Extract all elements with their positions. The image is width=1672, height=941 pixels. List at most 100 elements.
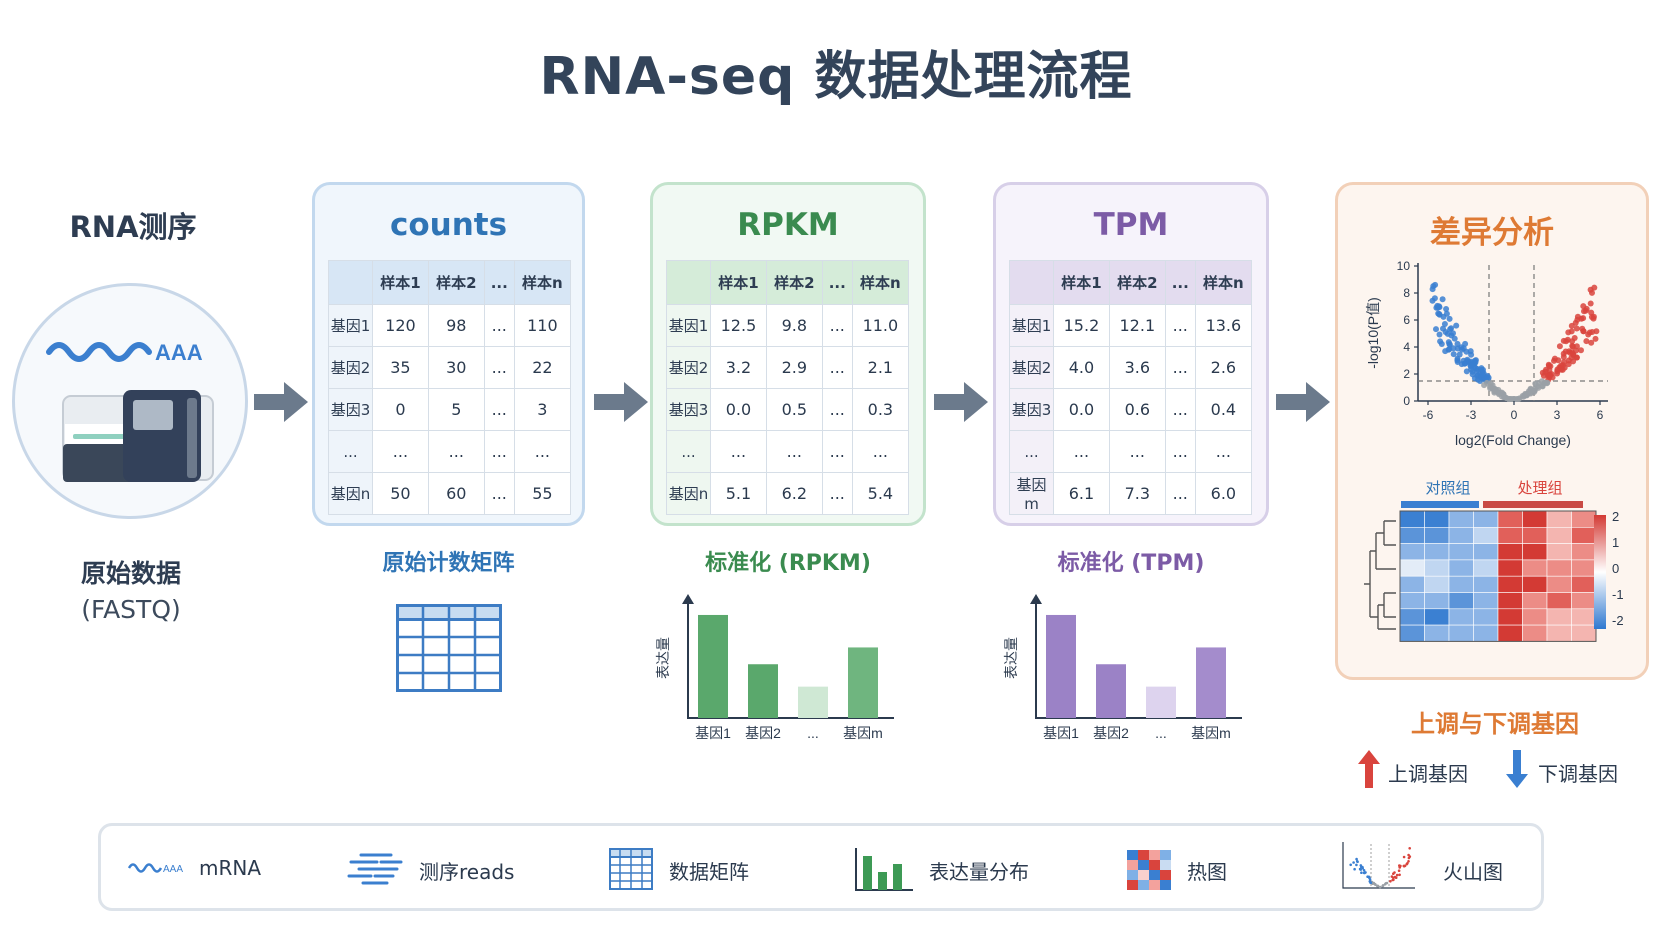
sequencer-screen (133, 400, 173, 430)
mini-volcano-point (1368, 880, 1372, 883)
volcano-point (1532, 380, 1539, 387)
counts-row-header: ... (328, 430, 373, 473)
mini-volcano-point (1402, 855, 1406, 859)
volcano-points (1429, 281, 1600, 402)
volcano-point (1429, 286, 1436, 293)
volcano-point (1480, 366, 1486, 373)
counts-cell: 60 (427, 472, 485, 515)
tpm-bar (1046, 614, 1076, 718)
tpm-bar-label: 基因2 (1093, 725, 1129, 741)
rpkm-cell: ... (851, 430, 910, 473)
tpm-cell: 6.1 (1053, 472, 1110, 515)
raw-data-format: (FASTQ) (81, 595, 181, 624)
tpm-row-header: 基因2 (1009, 346, 1054, 389)
tpm-bar-label: 基因1 (1043, 725, 1079, 741)
rpkm-cell: 2.9 (765, 346, 823, 389)
heatmap-cell (1448, 526, 1474, 544)
mini-volcano-point (1355, 863, 1358, 867)
counts-cell: 98 (427, 304, 485, 347)
volcano-point (1551, 355, 1558, 362)
volcano-point (1454, 340, 1461, 347)
volcano-point (1587, 286, 1594, 293)
up-regulated-label: 上调基因 (1388, 762, 1468, 786)
legend-mrna: mRNA (199, 856, 262, 880)
rpkm-bar-label: 基因m (843, 725, 883, 741)
flow-arrow-2-icon (594, 382, 648, 422)
tpm-cell: ... (1194, 430, 1253, 473)
mini-volcano-point (1381, 884, 1385, 887)
volcano-point (1431, 295, 1438, 302)
heatmap-cell (1497, 526, 1523, 544)
volcano-point (1565, 361, 1572, 368)
mini-volcano-point (1398, 873, 1401, 877)
heatmap-cell (1448, 575, 1474, 593)
heatmap-cell (1473, 608, 1499, 626)
flow-arrow-4-icon (1276, 382, 1330, 422)
legend-reads: 测序reads (419, 860, 515, 884)
rpkm-cell: ... (821, 472, 853, 515)
tpm-bar (1196, 647, 1226, 718)
mini-volcano-point (1362, 871, 1366, 875)
heatmap-cell (1497, 608, 1523, 626)
volcano-point (1479, 371, 1486, 378)
mrna-legend-icon: AAA (127, 863, 183, 875)
tpm-row-header: 基因m (1009, 472, 1054, 515)
legend-volcano: 火山图 (1443, 860, 1503, 884)
volcano-point (1574, 313, 1581, 320)
mini-volcano-point (1374, 883, 1377, 886)
rpkm-cell: 9.8 (765, 304, 823, 347)
heatmap-cell (1546, 575, 1572, 593)
heatmap-cell (1473, 575, 1499, 593)
up-arrow-icon (1358, 750, 1380, 788)
mini-volcano-point (1407, 853, 1410, 857)
heatmap-scale-tick: 2 (1612, 509, 1619, 524)
rpkm-row-header: 基因3 (666, 388, 711, 431)
tpm-cell: 0.4 (1194, 388, 1253, 431)
heatmap-cell (1571, 559, 1597, 577)
tpm-bar (1146, 686, 1176, 718)
tpm-cell: ... (1164, 304, 1196, 347)
volcano-point (1581, 308, 1587, 315)
heatmap-cell (1424, 624, 1450, 642)
volcano-point (1565, 329, 1572, 336)
mrna-tail-text: AAA (155, 340, 203, 365)
volcano-ytick-label: 4 (1403, 340, 1410, 354)
heatmap-cell (1497, 624, 1523, 642)
sequencer-icon: AAA (46, 340, 214, 482)
volcano-point (1439, 296, 1446, 303)
heatmap-cell (1571, 592, 1597, 610)
rpkm-bar (848, 647, 878, 718)
heatmap-cell (1571, 510, 1597, 528)
volcano-point (1590, 313, 1597, 320)
rpkm-col-header: 样本1 (710, 260, 767, 305)
heatmap-cell (1448, 559, 1474, 577)
volcano-ylabel: -log10(P值) (1365, 297, 1381, 369)
volcano-point (1525, 388, 1532, 395)
heatmap-cell (1522, 510, 1548, 528)
heatmap-cell (1448, 608, 1474, 626)
counts-cell: 50 (372, 472, 429, 515)
rpkm-bar (798, 686, 828, 718)
tpm-cell: 2.6 (1194, 346, 1253, 389)
heatmap-cell (1473, 559, 1499, 577)
heatmap-cell (1522, 624, 1548, 642)
heatmap-cell (1546, 526, 1572, 544)
heatmap-cell (1399, 543, 1425, 561)
heatmap-cell (1522, 559, 1548, 577)
tpm-cell: ... (1164, 472, 1196, 515)
tpm-corner-cell (1009, 260, 1054, 305)
tpm-col-header: 样本n (1194, 260, 1253, 305)
volcano-point (1588, 339, 1595, 346)
down-regulated-label: 下调基因 (1538, 762, 1618, 786)
heatmap-cell (1571, 526, 1597, 544)
mini-volcano-point (1390, 875, 1394, 878)
volcano-point (1570, 351, 1577, 357)
tpm-cell: 12.1 (1108, 304, 1166, 347)
counts-cell: ... (483, 304, 515, 347)
volcano-point (1492, 386, 1499, 393)
